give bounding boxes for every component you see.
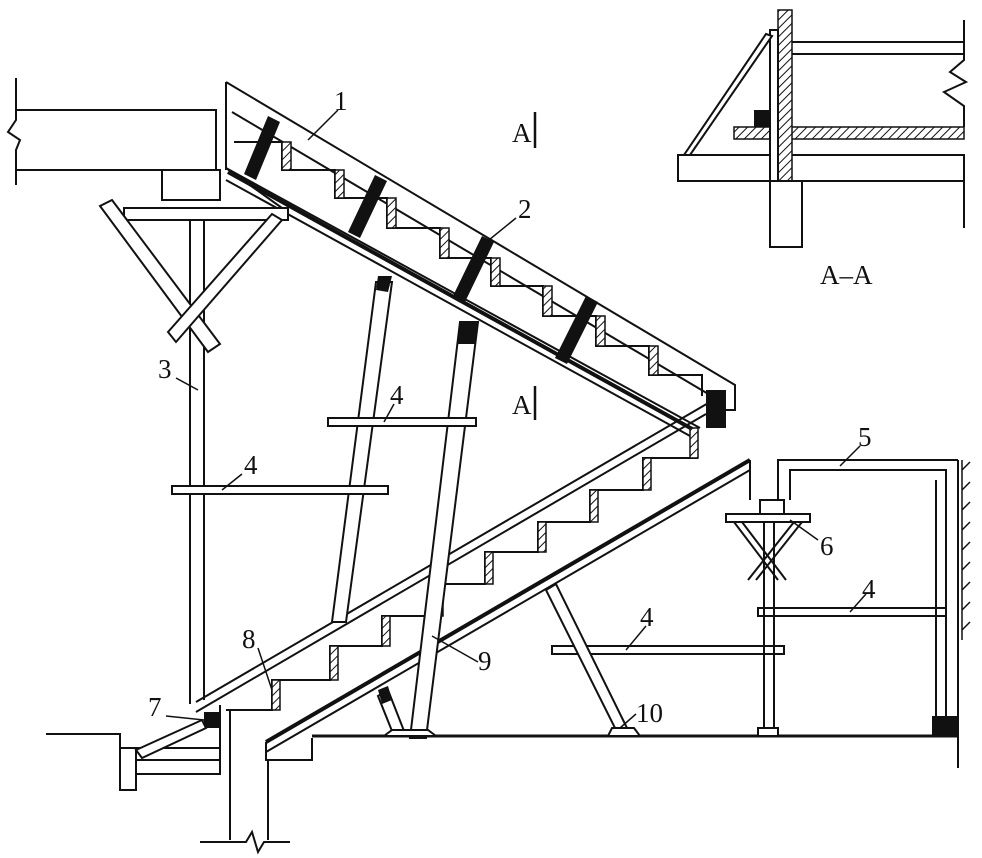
label-9: 9	[478, 646, 492, 676]
section-a-a-inset	[677, 9, 969, 248]
ground-floor	[46, 460, 959, 855]
label-4-bottom: 4	[640, 602, 654, 632]
label-4-upper: 4	[390, 380, 404, 410]
left-vertical-prop	[98, 167, 289, 704]
label-5: 5	[858, 422, 872, 452]
section-mark-bottom: A	[512, 390, 532, 420]
inclined-props	[330, 276, 480, 739]
label-6: 6	[820, 531, 834, 561]
horizontal-ledgers	[171, 417, 947, 655]
callout-labels: 1 2 3 4 4 4 4 5 6 7 8 9 10 A A A–A	[148, 86, 876, 728]
bottom-left-detail	[134, 712, 220, 760]
label-8: 8	[242, 624, 256, 654]
lower-stair-flight	[195, 401, 752, 761]
section-title: A–A	[820, 260, 873, 290]
label-2: 2	[518, 194, 532, 224]
label-4-left: 4	[244, 450, 258, 480]
wall-hatch	[961, 461, 971, 631]
label-1: 1	[334, 86, 348, 116]
label-4-right: 4	[862, 574, 876, 604]
label-10: 10	[636, 698, 663, 728]
label-3: 3	[158, 354, 172, 384]
upper-stair-flight	[225, 81, 736, 437]
upper-landing-slab	[6, 78, 221, 201]
lower-right-supports	[544, 459, 971, 737]
label-7: 7	[148, 692, 162, 722]
section-mark-top: A	[512, 118, 532, 148]
leader-lines	[165, 109, 867, 729]
